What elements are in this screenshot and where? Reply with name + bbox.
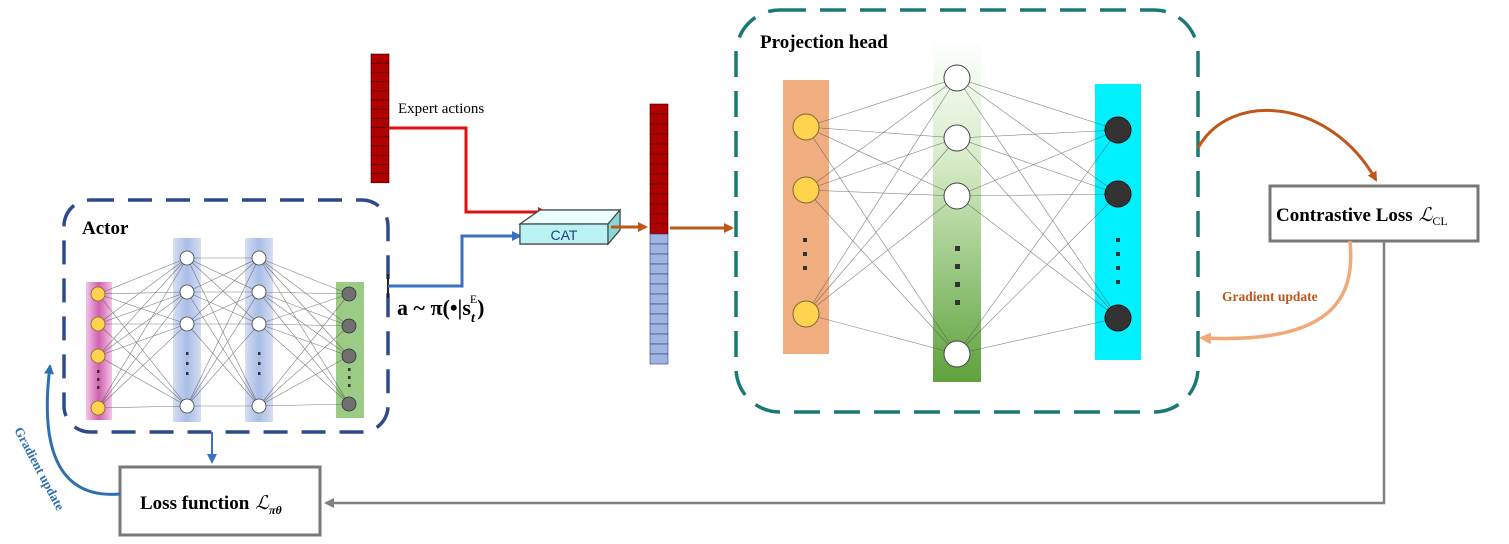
expert-action-cell <box>370 118 390 128</box>
concat-expert-cell <box>649 183 669 195</box>
concat-policy-cell <box>649 333 669 345</box>
expert-to-cat-arrow <box>389 126 548 217</box>
projection-nodes <box>792 64 1132 368</box>
contrastive-to-loss-arrow <box>324 241 1386 508</box>
concat-policy-cell <box>649 323 669 335</box>
projection-hidden-layer <box>933 40 981 382</box>
expert-action-cell <box>370 81 390 92</box>
expert-action-cell <box>370 173 390 184</box>
concat-expert-cell <box>649 203 669 215</box>
projection-output-node <box>1104 180 1132 208</box>
actor-hidden-node <box>251 398 267 414</box>
actor-hidden-node <box>179 316 195 332</box>
actor-hidden-node <box>179 250 195 266</box>
concat-expert-cell <box>649 113 669 125</box>
expert-action-cell <box>370 53 390 64</box>
cat-block: CAT <box>518 208 622 246</box>
concat-expert-cell <box>649 213 669 225</box>
cat-label: CAT <box>551 227 578 243</box>
expert-action-cell <box>370 62 390 73</box>
concat-policy-cell <box>649 273 669 285</box>
concat-expert-cell <box>649 163 669 175</box>
actor-output-node <box>341 348 357 364</box>
actor-box <box>62 198 390 434</box>
actor-input-node <box>90 348 106 364</box>
actor-hidden-node <box>179 284 195 300</box>
actor-input-node <box>90 400 106 416</box>
actor-nodes <box>90 250 357 416</box>
projection-input-node <box>792 113 820 141</box>
actor-input-node <box>90 316 106 332</box>
concat-policy-cell <box>649 263 669 275</box>
actor-title: Actor <box>82 218 129 239</box>
projection-hidden-node <box>943 64 971 92</box>
gradient-update-left-arrow <box>44 364 121 496</box>
actor-hidden-node <box>251 316 267 332</box>
projection-ellipsis-dots <box>803 238 1120 305</box>
actor-output-node <box>341 396 357 412</box>
concat-policy-cell <box>649 253 669 265</box>
actor-output-node <box>341 318 357 334</box>
concat-expert-cell <box>649 123 669 135</box>
actor-hidden-node <box>251 250 267 266</box>
concat-policy-cell <box>649 303 669 315</box>
actor-hidden-node <box>179 398 195 414</box>
expert-action-cell <box>370 154 390 165</box>
expert-action-cell <box>370 72 390 82</box>
expert-action-cell <box>370 136 390 147</box>
concat-policy-cell <box>649 313 669 325</box>
gradient-update-right-label: Gradient update <box>1222 289 1318 304</box>
expert-action-cell <box>370 99 390 110</box>
concat-expert-cell <box>649 223 669 235</box>
projection-to-contrastive-arrow <box>1196 108 1378 182</box>
concat-policy-cell <box>649 243 669 255</box>
concat-expert-cell <box>649 173 669 185</box>
projection-output-node <box>1104 304 1132 332</box>
concat-policy-cell <box>649 233 669 245</box>
expert-action-cell <box>370 164 390 174</box>
expert-actions-label: Expert actions <box>398 101 484 117</box>
concat-policy-cell <box>649 343 669 355</box>
policy-expression: a ~ π(•|stE) <box>397 292 485 326</box>
concat-expert-cell <box>649 103 669 115</box>
projection-hidden-node <box>943 340 971 368</box>
gradient-update-right-arrow <box>1199 240 1353 345</box>
concat-expert-cell <box>649 193 669 205</box>
concat-expert-cell <box>649 133 669 145</box>
actor-input-node <box>90 286 106 302</box>
projection-output-node <box>1104 116 1132 144</box>
actor-hidden-node <box>251 284 267 300</box>
actor-output-node <box>341 286 357 302</box>
concatenated-vector <box>649 103 669 365</box>
expert-action-cell <box>370 145 390 156</box>
expert-actions-stack <box>370 53 390 184</box>
projection-hidden-node <box>943 124 971 152</box>
actor-edges <box>97 257 350 409</box>
expert-action-cell <box>370 108 390 119</box>
expert-action-cell <box>370 127 390 138</box>
projection-head-box <box>734 8 1200 414</box>
policy-to-cat-arrow <box>388 231 522 288</box>
contrastive-loss-box <box>1268 184 1480 243</box>
concat-expert-cell <box>649 153 669 165</box>
concat-policy-cell <box>649 283 669 295</box>
projection-hidden-node <box>943 182 971 210</box>
actor-ellipsis-dots <box>97 352 351 389</box>
projection-head-title: Projection head <box>760 32 888 53</box>
projection-edges <box>805 77 1119 355</box>
projection-input-node <box>792 176 820 204</box>
expert-action-cell <box>370 90 390 101</box>
concat-policy-cell <box>649 353 669 365</box>
projection-input-node <box>792 300 820 328</box>
loss-function-box <box>118 465 322 537</box>
concat-policy-cell <box>649 293 669 305</box>
concat-expert-cell <box>649 143 669 155</box>
